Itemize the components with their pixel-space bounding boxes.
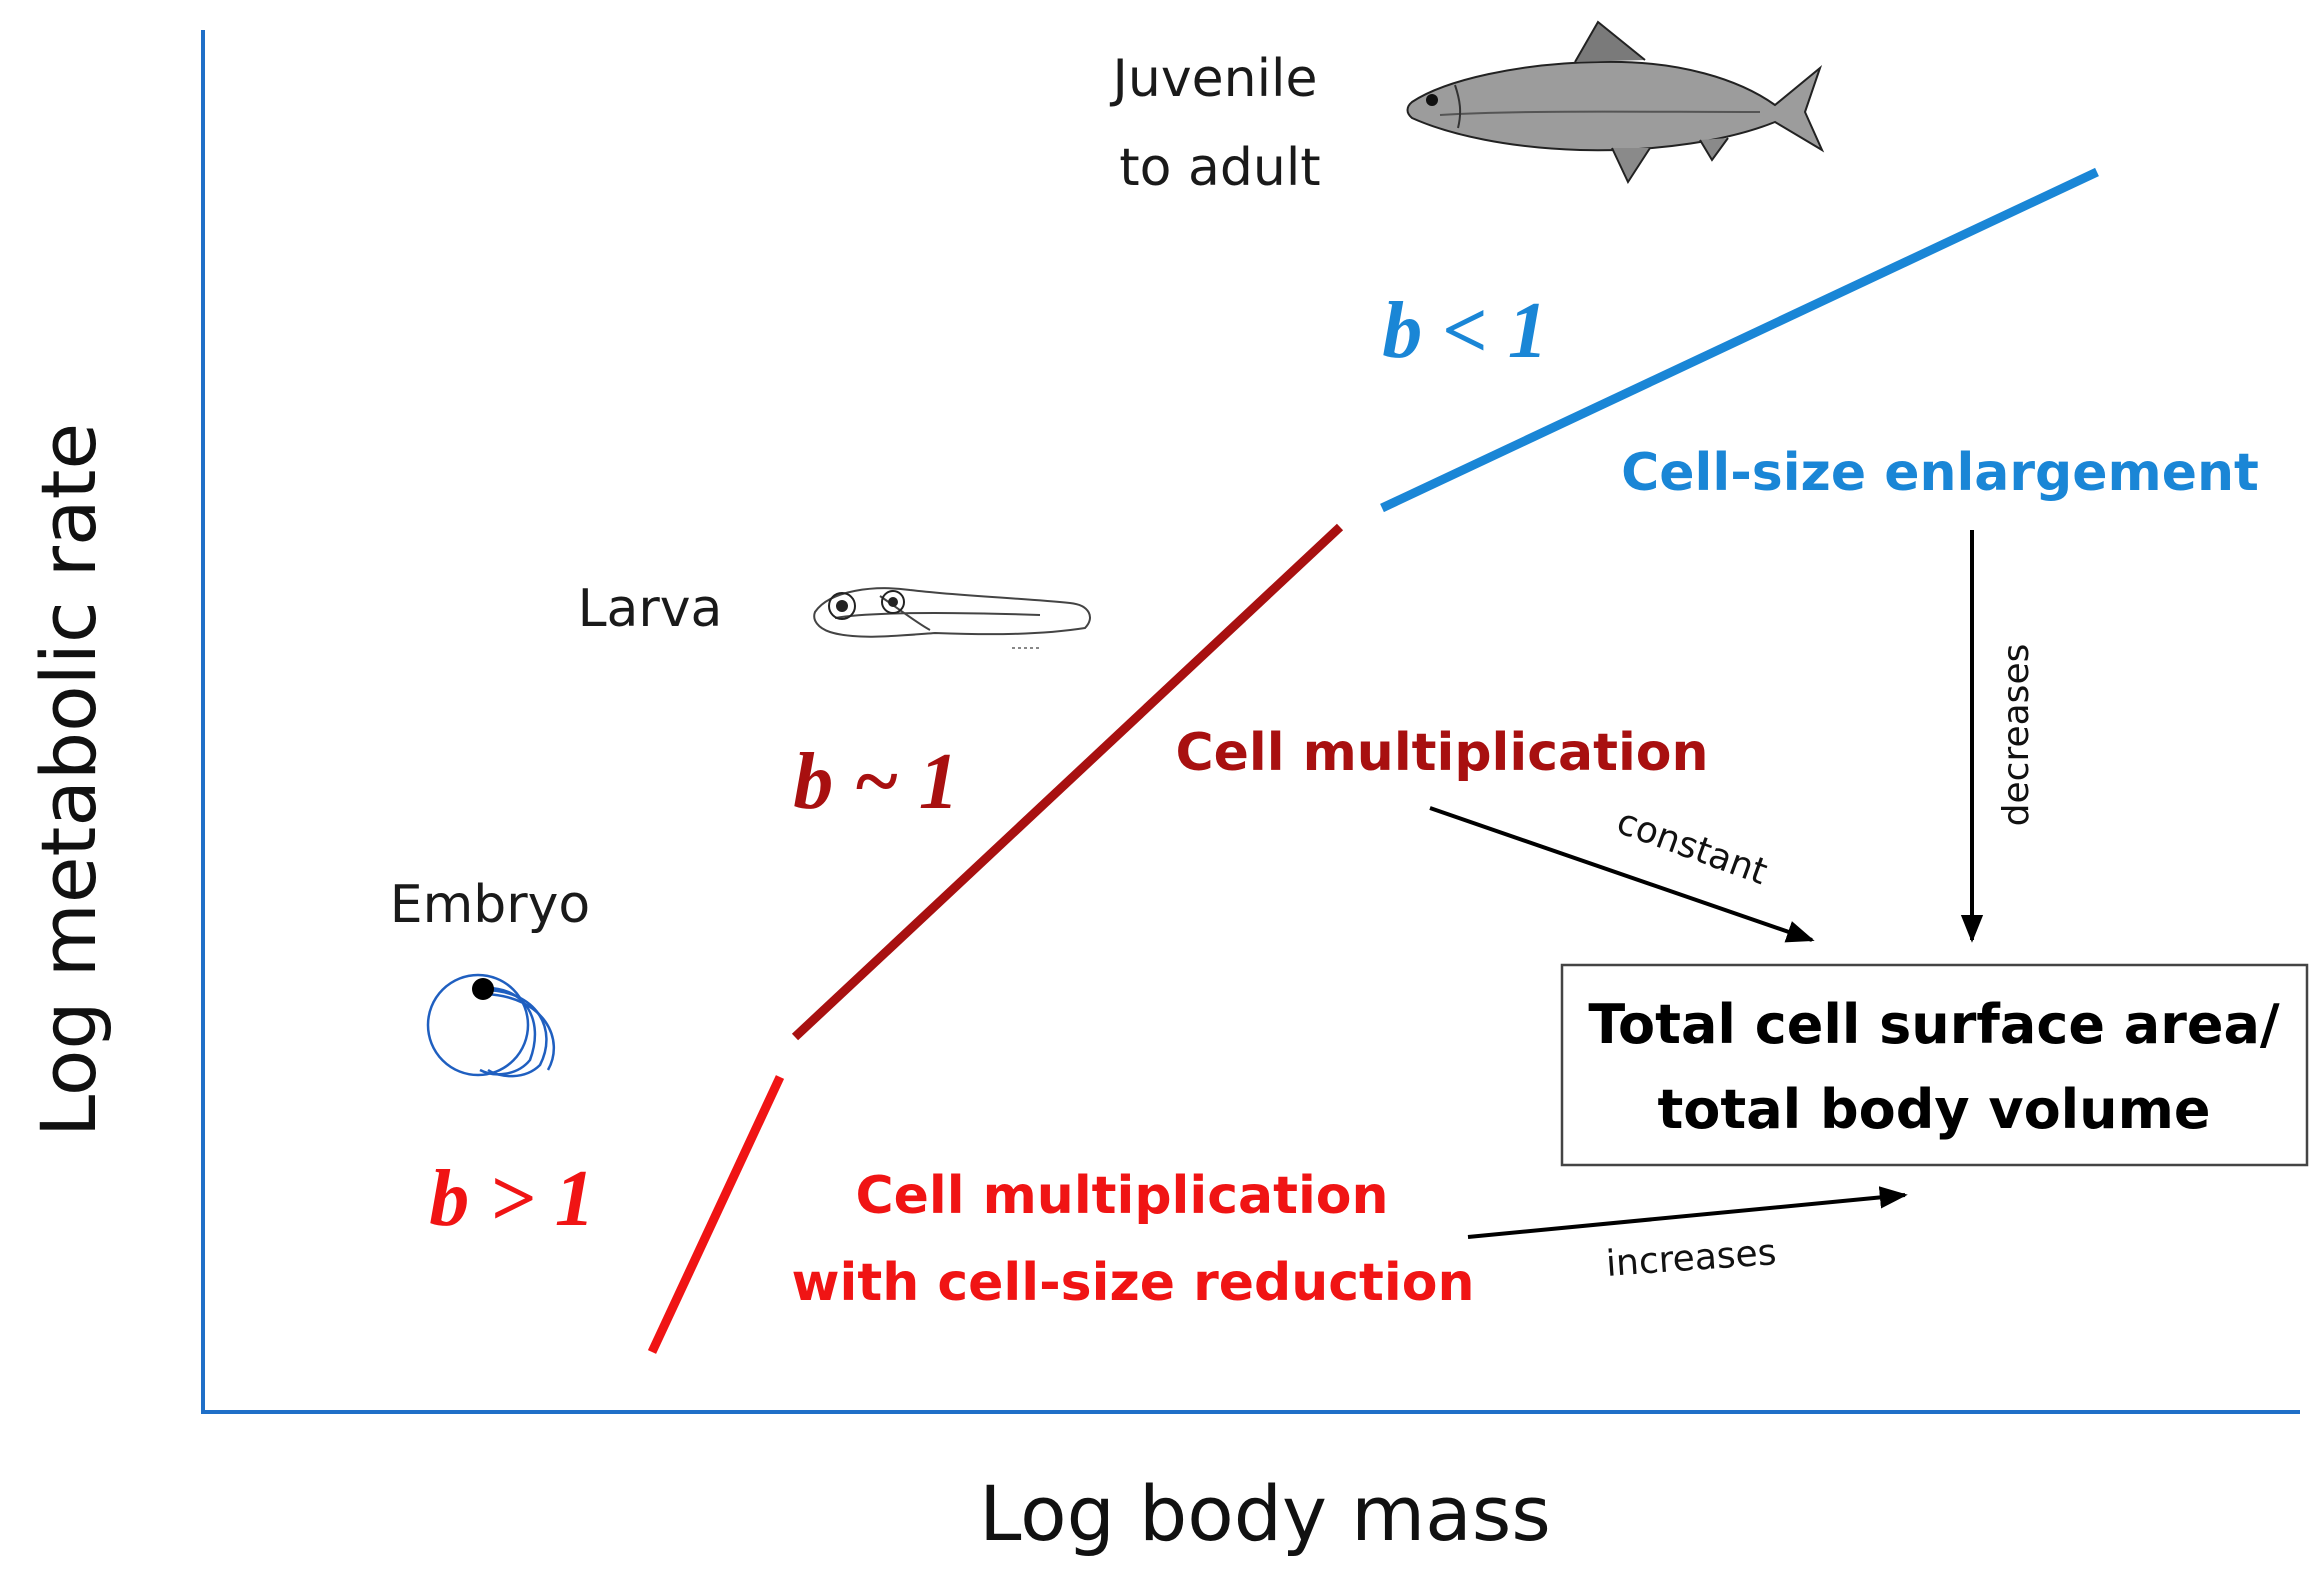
embryo-scaling-segment: [647, 1075, 785, 1354]
adult-fish-icon: [1406, 20, 1825, 185]
outcome-line1: Total cell surface area/: [1588, 993, 2279, 1056]
exponent-embryo: b > 1: [429, 1155, 595, 1243]
embryo-egg-icon: [426, 973, 556, 1078]
stage-label-embryo: Embryo: [390, 875, 590, 935]
arrow-increases: [1467, 1186, 1908, 1239]
exponent-adult: b < 1: [1382, 287, 1548, 375]
x-axis-label: Log body mass: [979, 1469, 1551, 1558]
outcome-line2: total body volume: [1657, 1078, 2210, 1141]
arrow-constant: [1429, 806, 1815, 943]
mechanism-reduction-line1: Cell multiplication: [855, 1166, 1388, 1226]
stage-label-juvenile: Juvenile: [1110, 49, 1318, 109]
effect-decreases: decreases: [1996, 644, 2037, 827]
exponent-larva: b ~ 1: [793, 738, 959, 826]
larva-scaling-segment: [791, 523, 1344, 1041]
mechanism-enlargement: Cell-size enlargement: [1621, 443, 2259, 503]
larva-fish-icon: [813, 587, 1091, 649]
effect-increases: increases: [1605, 1232, 1778, 1285]
y-axis-label: Log metabolic rate: [24, 423, 113, 1137]
stage-label-larva: Larva: [578, 579, 723, 639]
outcome-box: [1560, 963, 2309, 1167]
stage-label-adult: to adult: [1119, 138, 1320, 198]
adult-scaling-segment: [1380, 167, 2099, 513]
mechanism-reduction-line2: with cell-size reduction: [792, 1253, 1475, 1313]
mechanism-multiplication: Cell multiplication: [1175, 723, 1708, 783]
